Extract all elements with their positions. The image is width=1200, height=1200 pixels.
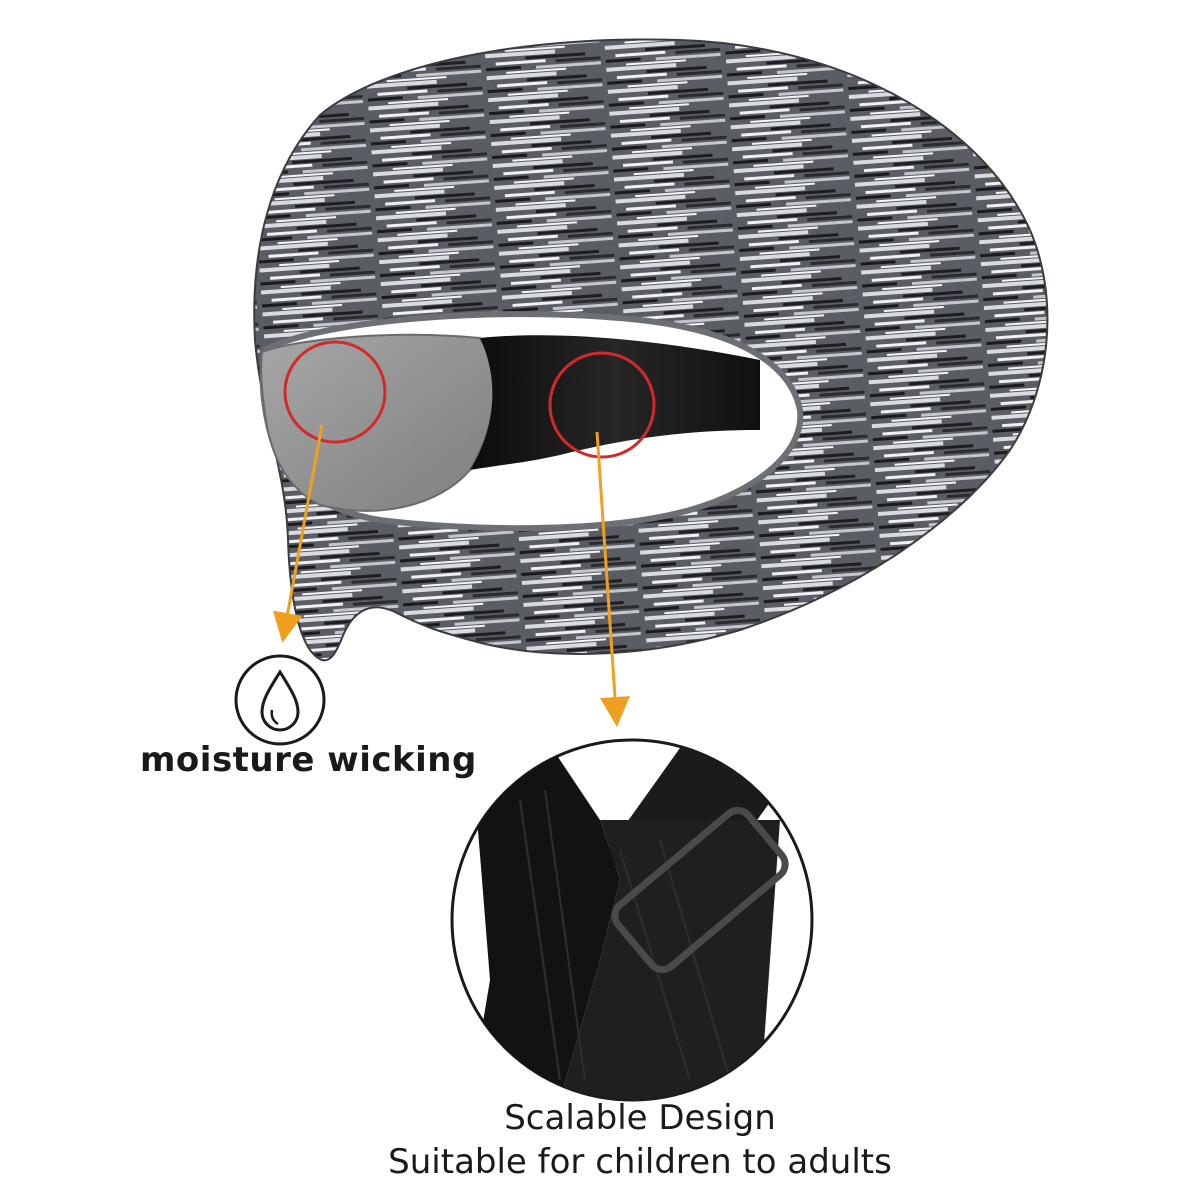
lining-highlight-circle	[283, 340, 387, 444]
scalable-design-label: Scalable Design	[504, 1098, 776, 1138]
strap-arrow	[595, 431, 630, 727]
age-suitability-label: Suitable for children to adults	[388, 1142, 892, 1182]
water-drop-icon	[234, 654, 326, 746]
strap-detail-circle	[450, 738, 814, 1102]
moisture-arrow	[272, 424, 324, 643]
mask-body	[253, 38, 1049, 662]
inner-strap	[470, 335, 760, 470]
moisture-wicking-label: moisture wicking	[140, 740, 477, 780]
strap-highlight-circle	[548, 351, 656, 459]
inner-lining	[260, 333, 495, 512]
